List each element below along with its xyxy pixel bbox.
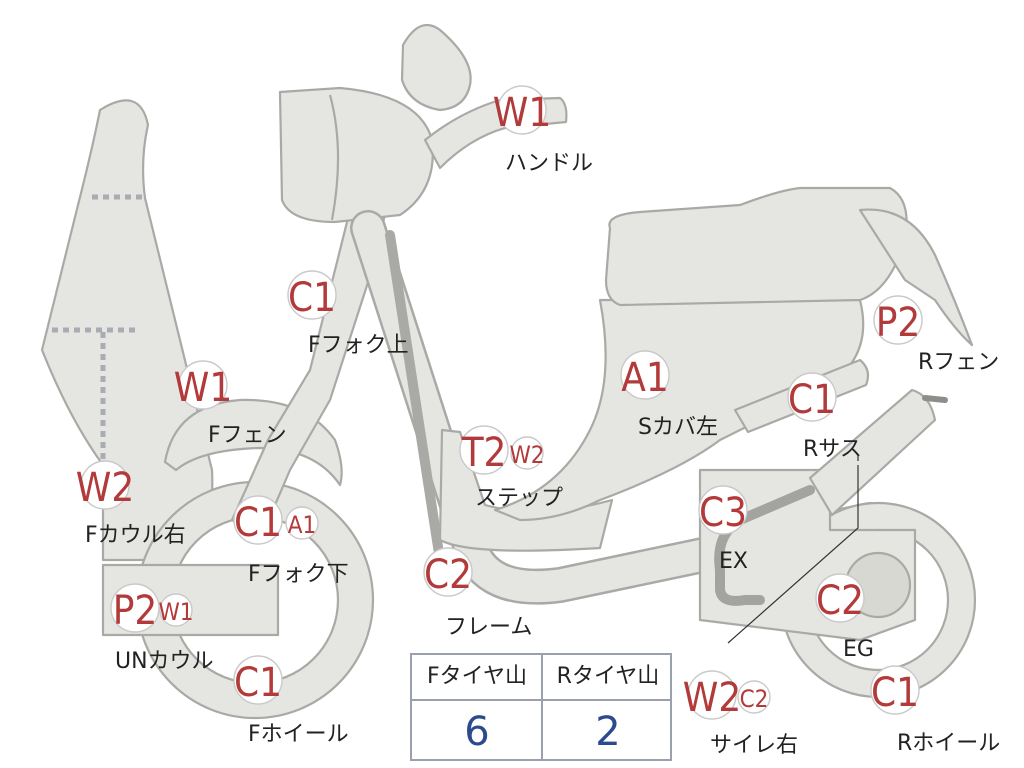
windscreen bbox=[400, 23, 472, 112]
label-frame: フレーム bbox=[445, 615, 532, 640]
label-f-fender: Fフェン bbox=[208, 423, 287, 448]
svg-text:C2: C2 bbox=[424, 552, 472, 598]
svg-text:C2: C2 bbox=[816, 578, 864, 624]
label-f-wheel: Fホイール bbox=[248, 722, 349, 747]
cowl-seam-lines bbox=[52, 194, 142, 460]
grade-badge-step: T2 W2 bbox=[459, 425, 545, 476]
svg-text:W2: W2 bbox=[509, 441, 544, 469]
rear-tire-tread-value: 2 bbox=[595, 709, 621, 755]
grade-badges: W1 ハンドル C1 Fフォク上 W1 Fフェン W2 Fカウル右 C1 A1 … bbox=[76, 85, 1000, 758]
grade-badge-silencer-right: W2 C2 bbox=[683, 670, 771, 721]
label-handle: ハンドル bbox=[505, 151, 593, 176]
label-silencer-right: サイレ右 bbox=[710, 733, 798, 758]
grade-badge-handle: W1 bbox=[493, 85, 551, 136]
svg-text:W2: W2 bbox=[76, 465, 134, 511]
grade-badge-f-wheel: C1 bbox=[233, 655, 283, 706]
grade-badge-frame: C2 bbox=[423, 547, 473, 598]
headlight-cowl bbox=[278, 86, 434, 224]
grade-badge-r-wheel: C1 bbox=[870, 665, 920, 716]
svg-text:P2: P2 bbox=[113, 588, 158, 634]
grade-badge-f-fork-lower: C1 A1 bbox=[233, 495, 319, 546]
label-exhaust: EX bbox=[719, 549, 748, 574]
label-r-suspension: Rサス bbox=[803, 437, 862, 462]
label-under-cowl: UNカウル bbox=[115, 649, 214, 674]
tire-tread-table: Fタイヤ山 Rタイヤ山 6 2 bbox=[410, 653, 672, 761]
grade-handle: W1 bbox=[493, 90, 551, 136]
svg-text:W1: W1 bbox=[158, 598, 193, 626]
grade-badge-f-fork-upper: C1 bbox=[287, 270, 337, 321]
svg-text:C1: C1 bbox=[871, 670, 919, 716]
label-r-wheel: Rホイール bbox=[897, 731, 1000, 756]
grade-badge-engine: C2 bbox=[815, 573, 865, 624]
rear-tire-tread-header: Rタイヤ山 bbox=[556, 664, 660, 689]
rear-suspension bbox=[808, 388, 937, 517]
svg-text:C1: C1 bbox=[234, 660, 282, 706]
svg-text:W1: W1 bbox=[174, 365, 232, 411]
front-tire-tread-header: Fタイヤ山 bbox=[427, 664, 527, 689]
svg-text:C3: C3 bbox=[699, 490, 747, 536]
label-step: ステップ bbox=[475, 486, 563, 511]
svg-text:C1: C1 bbox=[288, 275, 336, 321]
label-r-fender: Rフェン bbox=[918, 350, 999, 375]
grade-badge-r-fender: P2 bbox=[873, 295, 923, 346]
svg-text:C2: C2 bbox=[740, 685, 769, 713]
svg-text:C1: C1 bbox=[234, 500, 282, 546]
grade-badge-under-cowl: P2 W1 bbox=[110, 583, 194, 634]
grade-badge-f-fender: W1 bbox=[174, 360, 232, 411]
grade-badge-exhaust: C3 bbox=[698, 485, 748, 536]
label-f-fork-lower: Fフォク下 bbox=[248, 562, 349, 587]
label-f-cowl-right: Fカウル右 bbox=[85, 523, 186, 548]
front-tire-tread-value: 6 bbox=[464, 709, 490, 755]
svg-text:A1: A1 bbox=[621, 355, 669, 401]
grade-badge-s-cover-left: A1 bbox=[620, 350, 670, 401]
label-f-fork-upper: Fフォク上 bbox=[308, 333, 409, 358]
svg-text:C1: C1 bbox=[788, 377, 836, 423]
seat bbox=[604, 186, 908, 307]
label-engine: EG bbox=[843, 637, 874, 662]
svg-text:W2: W2 bbox=[683, 675, 741, 721]
svg-text:A1: A1 bbox=[288, 511, 317, 539]
grade-badge-r-suspension: C1 bbox=[787, 372, 837, 423]
grade-badge-f-cowl-right: W2 bbox=[76, 460, 134, 511]
label-s-cover-left: Sカバ左 bbox=[638, 415, 718, 440]
svg-text:T2: T2 bbox=[461, 430, 507, 476]
rear-fender bbox=[858, 208, 974, 347]
svg-text:P2: P2 bbox=[876, 300, 921, 346]
